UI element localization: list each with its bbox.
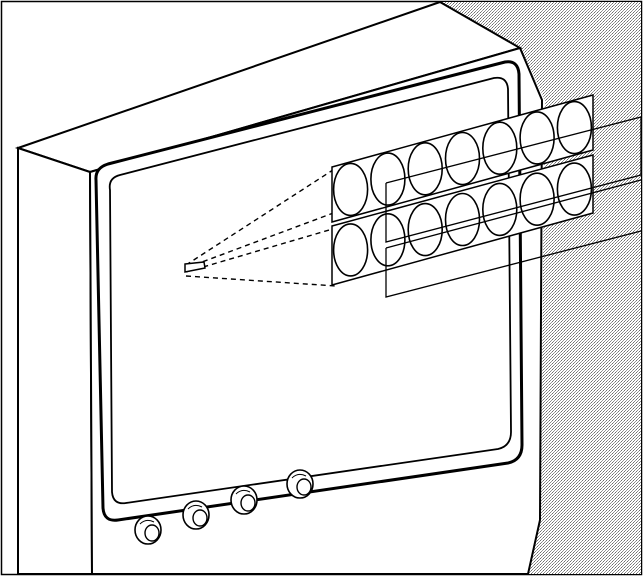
phosphor-dots [332, 100, 593, 277]
magnification-lines [185, 167, 337, 287]
scanline-origin-spot [184, 261, 206, 273]
cabinet-side [17, 146, 94, 575]
control-knob[interactable] [134, 515, 162, 545]
phosphor-dot [519, 111, 555, 165]
phosphor-dot [370, 213, 406, 267]
phosphor-dot [444, 131, 481, 186]
phosphor-dot [556, 162, 593, 216]
phosphor-dot [370, 152, 406, 206]
phosphor-dot [407, 142, 444, 196]
control-knob[interactable] [182, 500, 210, 530]
phosphor-dot [519, 172, 555, 226]
phosphor-dot [407, 202, 444, 257]
phosphor-dot [481, 121, 518, 175]
phosphor-dot [444, 192, 481, 247]
control-knobs [134, 469, 314, 545]
control-knob[interactable] [286, 469, 314, 499]
phosphor-dot [332, 223, 369, 277]
control-knob[interactable] [230, 485, 258, 515]
scan-beam-frames [385, 116, 642, 298]
phosphor-dot [481, 182, 518, 237]
phosphor-dot [556, 100, 593, 155]
phosphor-dot [332, 162, 369, 217]
